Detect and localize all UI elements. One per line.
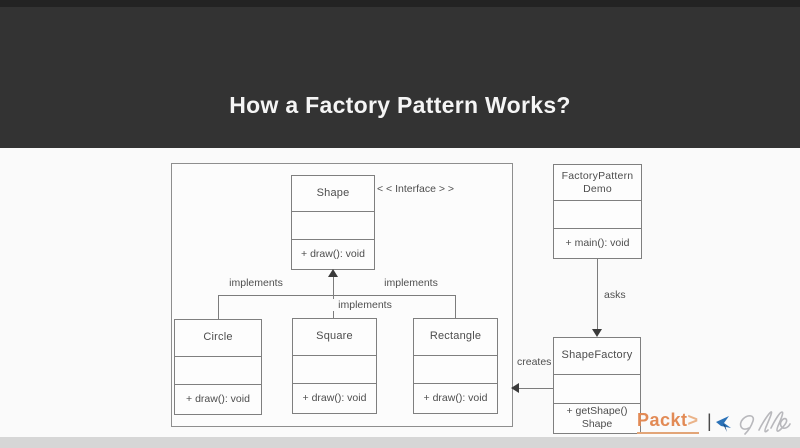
packt-word: Packt — [637, 410, 688, 430]
class-method-rectangle: + draw(): void — [414, 382, 497, 413]
class-name-circle: Circle — [203, 330, 233, 343]
implements-line-center — [333, 277, 335, 318]
class-box-circle: Circle + draw(): void — [174, 319, 262, 415]
class-method-circle: + draw(): void — [175, 383, 261, 414]
class-box-shape-factory: ShapeFactory + getShape() Shape — [553, 337, 641, 434]
class-box-rectangle: Rectangle + draw(): void — [413, 318, 498, 414]
interface-stereotype-label: < < Interface > > — [377, 183, 455, 195]
class-fields-square — [293, 354, 376, 383]
implements-line-rectangle — [455, 295, 457, 318]
slide-header: How a Factory Pattern Works? — [0, 0, 800, 148]
class-fields-shape-factory — [554, 374, 640, 403]
class-name-shape: Shape — [316, 186, 350, 199]
implements-label-center: implements — [328, 299, 402, 311]
class-box-shape: Shape + draw(): void — [291, 175, 375, 270]
implements-label-left: implements — [229, 277, 283, 289]
asks-arrowhead-icon — [592, 329, 602, 337]
packt-logo: Packt> — [637, 410, 699, 434]
creates-arrowhead-icon — [511, 383, 519, 393]
class-name-square: Square — [316, 329, 353, 342]
implements-arrowhead-icon — [328, 269, 338, 277]
asks-line — [597, 259, 599, 331]
class-method-line1: + getShape() — [566, 405, 628, 418]
class-method-factory-pattern-demo: + main(): void — [554, 228, 641, 258]
class-name-line2: Demo — [583, 182, 612, 195]
class-name-shape-factory: ShapeFactory — [561, 349, 633, 362]
blue-bird-icon — [714, 413, 736, 440]
header-top-strip — [0, 0, 800, 7]
asks-label: asks — [604, 289, 626, 301]
packt-chevron: > — [687, 410, 699, 430]
page-title: How a Factory Pattern Works? — [229, 92, 571, 118]
bottom-strip — [0, 437, 800, 448]
class-name-line1: FactoryPattern — [561, 169, 634, 182]
class-name-factory-pattern-demo: FactoryPattern Demo — [554, 165, 641, 200]
class-fields-circle — [175, 355, 261, 384]
packt-logo-text: Packt> — [637, 410, 699, 434]
implements-line-horizontal — [218, 295, 455, 297]
class-method-shape-factory: + getShape() Shape — [554, 402, 640, 433]
class-box-square: Square + draw(): void — [292, 318, 377, 414]
class-fields-shape — [292, 211, 374, 239]
class-method-square: + draw(): void — [293, 382, 376, 413]
creates-label: creates — [517, 356, 552, 368]
class-method-line2: Shape — [581, 418, 613, 431]
footer-divider: | — [707, 411, 712, 431]
signature-scribble-icon — [735, 408, 793, 443]
class-fields-factory-pattern-demo — [554, 200, 641, 228]
class-box-factory-pattern-demo: FactoryPattern Demo + main(): void — [553, 164, 642, 259]
class-method-shape: + draw(): void — [292, 239, 374, 269]
implements-label-right: implements — [384, 277, 438, 289]
class-name-rectangle: Rectangle — [429, 329, 482, 342]
implements-line-circle — [218, 295, 220, 319]
class-fields-rectangle — [414, 354, 497, 383]
creates-line — [519, 388, 553, 390]
